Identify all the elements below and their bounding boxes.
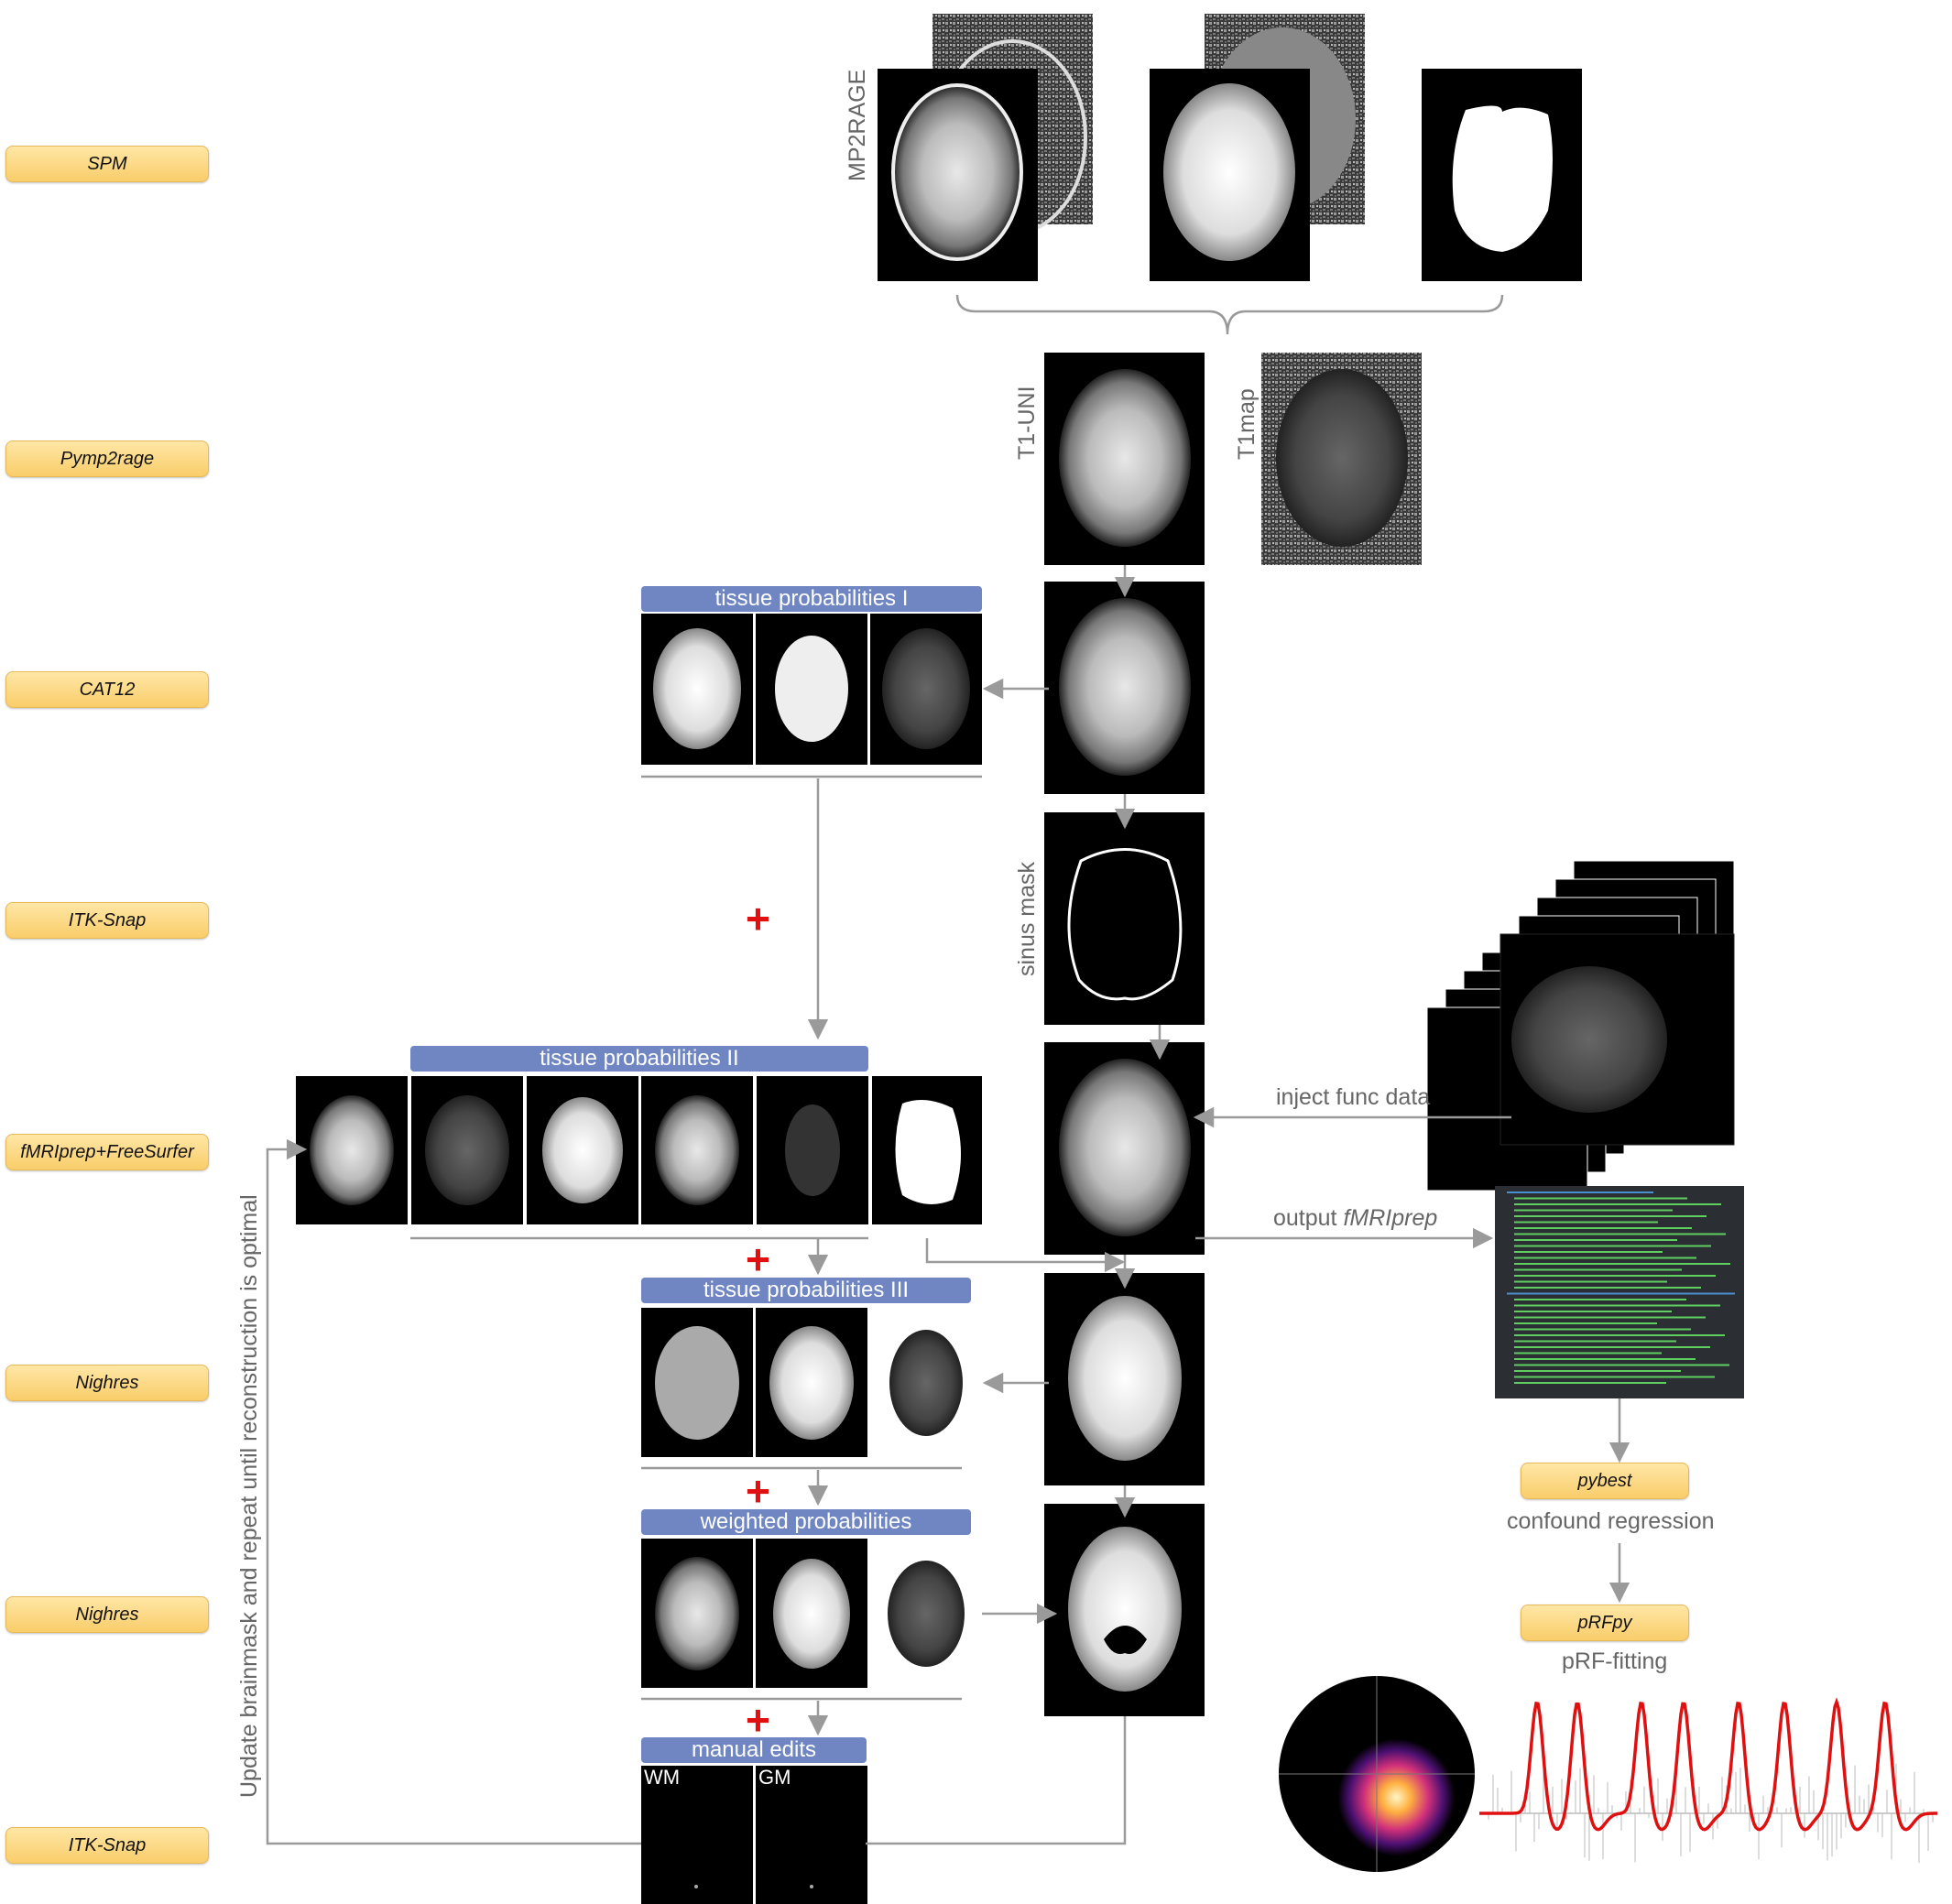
merge-brace [955,294,1504,335]
manual-edits-images [641,1766,867,1904]
tool-prfpy: pRFpy [1521,1605,1689,1641]
mp2rage-stack [878,14,1093,281]
header-weighted-prob: weighted probabilities [641,1509,971,1535]
plus-sign: + [746,895,770,942]
tool-spm: SPM [5,146,209,182]
weighted-prob-images [641,1539,982,1688]
prf-disc [1279,1676,1475,1872]
header-tissue-prob-3: tissue probabilities III [641,1278,971,1303]
group-rules [410,775,982,1701]
sinus-mask-panel [1044,812,1205,1025]
func-data-stack [1426,860,1735,1191]
label-wm: WM [644,1766,681,1789]
label-loop: Update brainmask and repeat until recons… [236,1194,262,1798]
brain-mask-panel [1422,69,1582,281]
plus-sign: + [746,1696,770,1744]
label-mp2rage: MP2RAGE [845,69,870,181]
label-t1uni: T1-UNI [1014,386,1040,460]
tool-itksnap-2: ITK-Snap [5,1827,209,1864]
label-prf-fitting: pRF-fitting [1562,1648,1668,1674]
tool-fmriprep: fMRIprep+FreeSurfer [5,1134,209,1170]
plus-sign: + [746,1467,770,1515]
label-inject-func: inject func data [1276,1084,1431,1110]
label-sinus-mask: sinus mask [1014,861,1040,976]
tool-nighres-2: Nighres [5,1596,209,1633]
label-confound-regression: confound regression [1507,1508,1715,1534]
tool-pymp2rage: Pymp2rage [5,441,209,477]
header-manual-edits: manual edits [641,1737,867,1763]
header-tissue-prob-1: tissue probabilities I [641,586,982,612]
tool-itksnap-1: ITK-Snap [5,902,209,939]
plus-sign: + [746,1235,770,1283]
t1map-panel [1261,353,1422,565]
tool-pybest: pybest [1521,1463,1689,1499]
segmentation-panel [1044,1504,1205,1716]
fmriprep-input-panel [1044,1042,1205,1255]
fmriprep-output-listing [1495,1186,1744,1398]
label-gm: GM [758,1766,791,1789]
mp2rage-inv2-stack [1150,14,1365,281]
prf-timecourse [1479,1697,1937,1863]
t1uni-panel [1044,353,1205,565]
nighres-input-panel [1044,1273,1205,1485]
tissue-prob-1-images [641,614,982,765]
tissue-prob-2-images [296,1076,982,1224]
cat12-input-panel [1044,582,1205,794]
tissue-prob-3-images [641,1308,982,1457]
tool-nighres-1: Nighres [5,1365,209,1401]
tool-cat12: CAT12 [5,671,209,708]
label-output-fmriprep: output fMRIprep [1273,1205,1438,1231]
header-tissue-prob-2: tissue probabilities II [410,1046,868,1072]
prf-prediction-line [1479,1697,1937,1832]
arrows [266,565,1630,1845]
label-t1map: T1map [1234,388,1260,460]
